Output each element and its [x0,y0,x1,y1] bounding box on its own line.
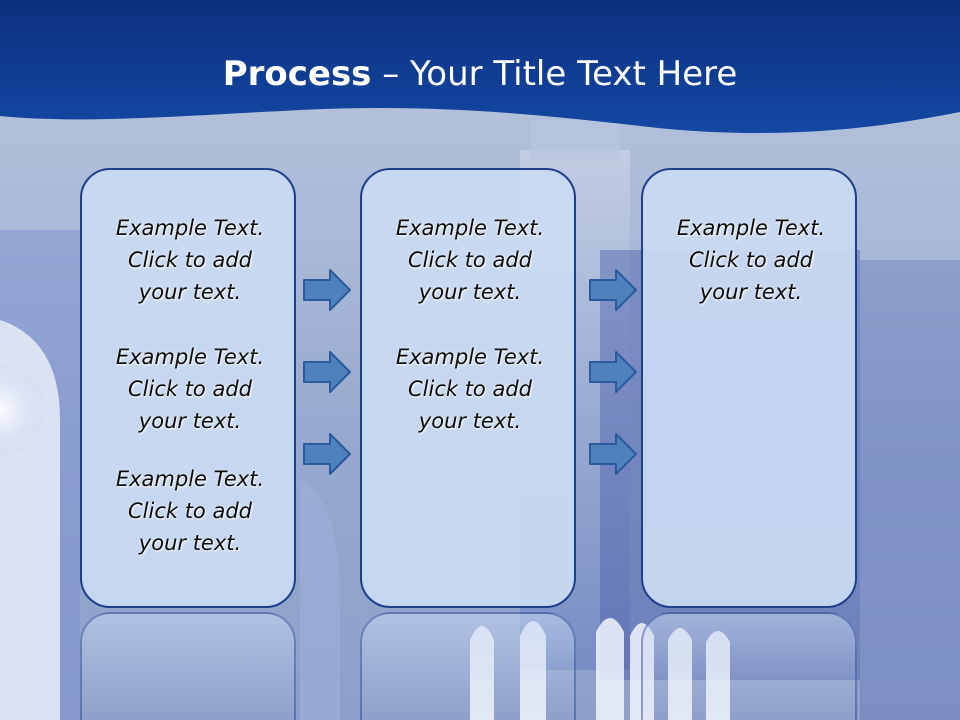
title-bold: Process [222,54,372,94]
box-reflection [641,612,857,720]
text-block[interactable]: Example Text. Click to add your text. [362,341,578,437]
right-arrow-icon[interactable] [302,350,352,394]
text-line: Click to add [407,377,532,401]
right-arrow-icon[interactable] [302,268,352,312]
text-block[interactable]: Example Text. Click to add your text. [643,212,859,308]
right-arrow-icon[interactable] [302,432,352,476]
process-box-2[interactable]: Example Text. Click to add your text. Ex… [360,168,576,608]
process-box-1[interactable]: Example Text. Click to add your text. Ex… [80,168,296,608]
text-line: Example Text. [115,467,265,491]
text-line: Example Text. [395,216,545,240]
text-line: Click to add [127,499,252,523]
right-arrow-icon[interactable] [588,432,638,476]
right-arrow-icon[interactable] [588,350,638,394]
text-line: Example Text. [115,216,265,240]
text-line: your text. [418,280,522,304]
text-block[interactable]: Example Text. Click to add your text. [362,212,578,308]
text-line: your text. [138,280,242,304]
text-line: Click to add [688,248,813,272]
text-line: your text. [699,280,803,304]
box-reflection [80,612,296,720]
header-band [0,0,960,134]
title-rest: – Your Title Text Here [371,54,738,94]
text-line: Click to add [407,248,532,272]
text-line: your text. [138,409,242,433]
slide-title[interactable]: Process – Your Title Text Here [0,52,960,96]
text-line: Example Text. [115,345,265,369]
text-line: Click to add [127,377,252,401]
text-line: Click to add [127,248,252,272]
text-block[interactable]: Example Text. Click to add your text. [82,341,298,437]
text-line: Example Text. [676,216,826,240]
text-line: your text. [138,531,242,555]
text-block[interactable]: Example Text. Click to add your text. [82,212,298,308]
text-block[interactable]: Example Text. Click to add your text. [82,463,298,559]
box-reflection [360,612,576,720]
text-line: Example Text. [395,345,545,369]
right-arrow-icon[interactable] [588,268,638,312]
text-line: your text. [418,409,522,433]
process-box-3[interactable]: Example Text. Click to add your text. [641,168,857,608]
